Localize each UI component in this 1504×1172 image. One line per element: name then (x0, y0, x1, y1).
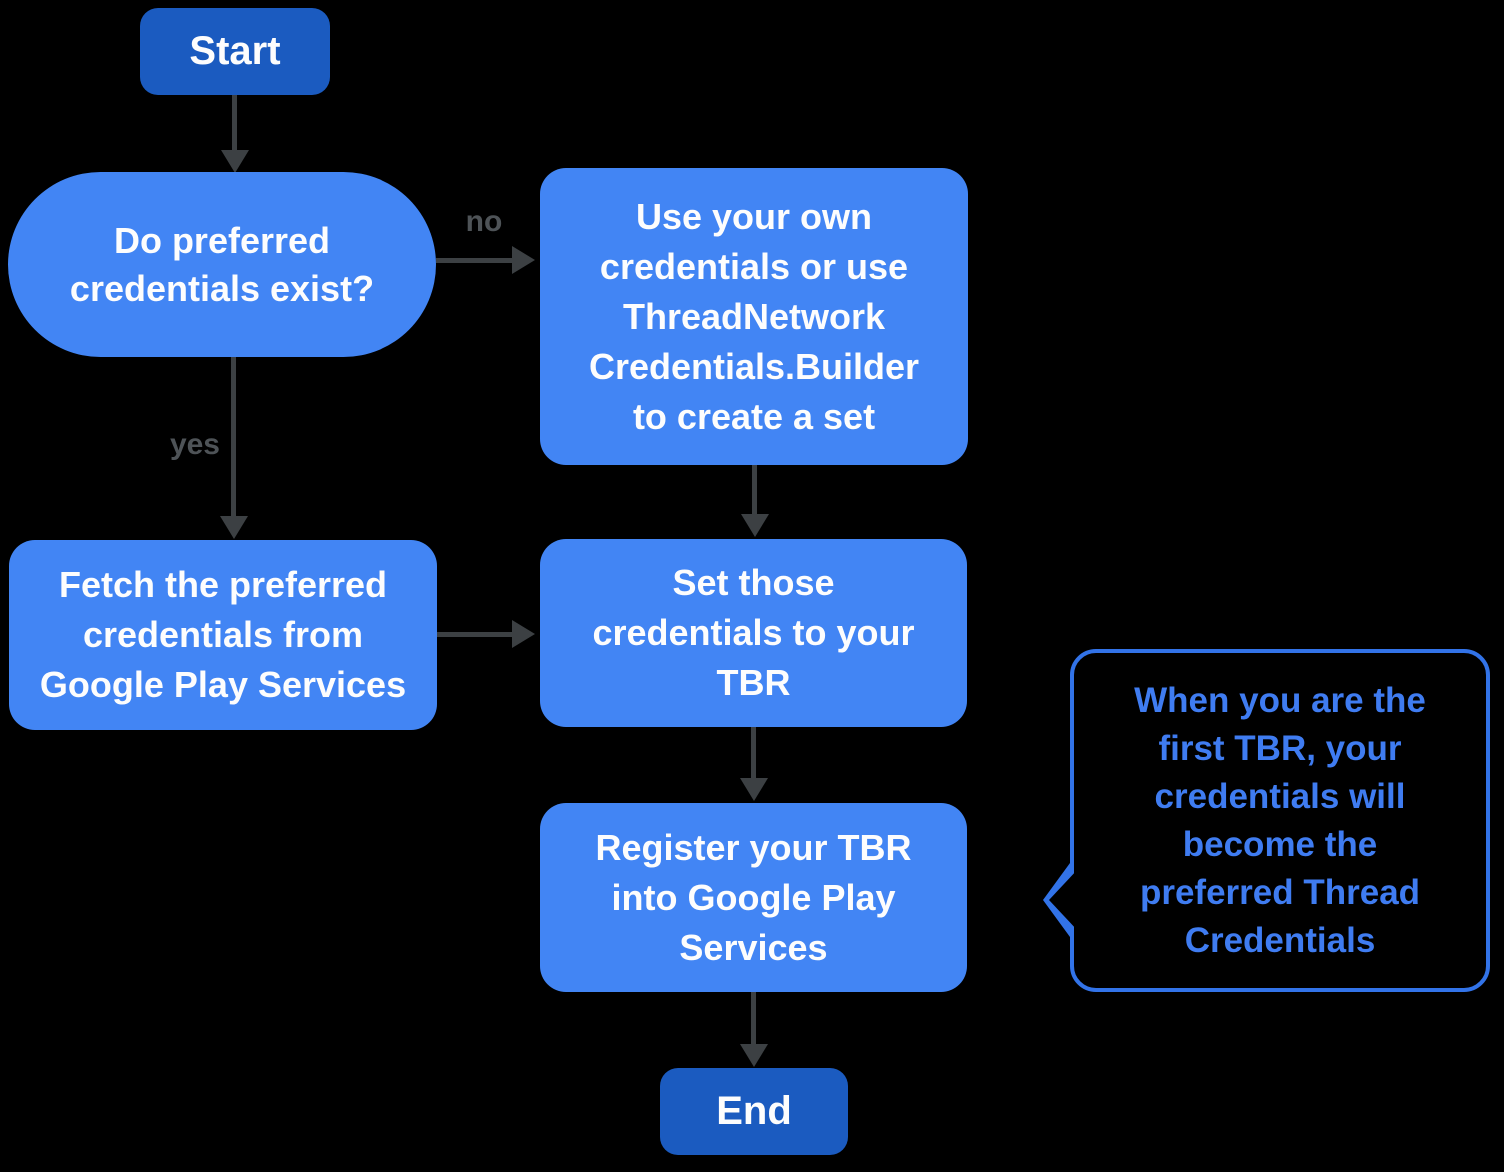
arrowhead-down-icon (740, 778, 768, 801)
edge-set-to-register-line (751, 727, 756, 780)
node-fetch-preferred-credentials: Fetch the preferred credentials from Goo… (9, 540, 437, 730)
edge-label-no: no (465, 205, 503, 238)
arrowhead-down-icon (741, 514, 769, 537)
arrowhead-right-icon (512, 620, 535, 648)
arrowhead-right-icon (512, 246, 535, 274)
edge-label-yes: yes (169, 428, 220, 461)
edge-start-to-decision-line (232, 95, 237, 152)
node-set-credentials-to-tbr: Set those credentials to your TBR (540, 539, 967, 727)
edge-register-to-end-line (751, 992, 756, 1045)
edge-decision-to-fetch-line (231, 357, 236, 517)
node-start: Start (140, 8, 330, 95)
edge-fetch-to-set-line (437, 632, 514, 637)
callout-note: When you are the first TBR, your credent… (1043, 649, 1490, 992)
node-use-own-credentials: Use your own credentials or use ThreadNe… (540, 168, 968, 465)
node-register-tbr: Register your TBR into Google Play Servi… (540, 803, 967, 992)
edge-use-own-to-set-line (752, 465, 757, 516)
edge-decision-to-use-own-line (436, 258, 514, 263)
arrowhead-down-icon (220, 516, 248, 539)
node-end: End (660, 1068, 848, 1155)
node-decision-preferred-credentials: Do preferred credentials exist? (8, 172, 436, 357)
arrowhead-down-icon (740, 1044, 768, 1067)
arrowhead-down-icon (221, 150, 249, 173)
